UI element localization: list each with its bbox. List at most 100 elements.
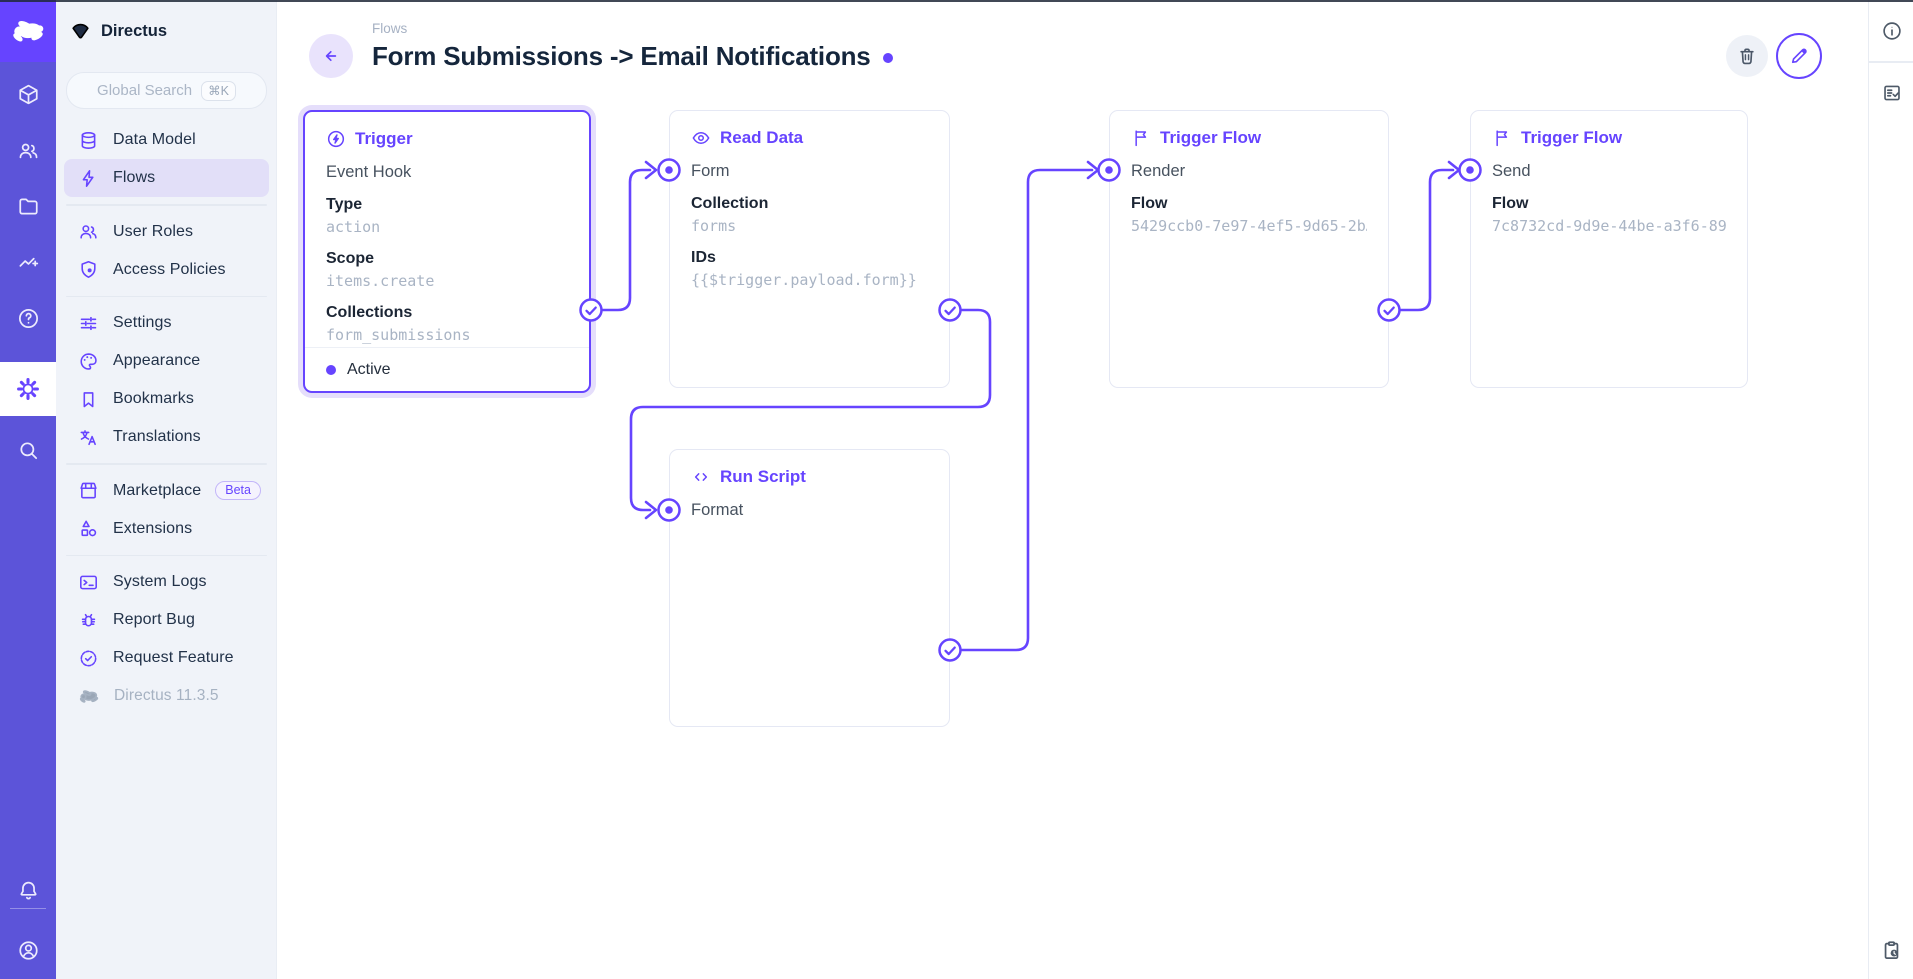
card-type-label: Trigger Flow xyxy=(1160,128,1262,147)
field-value: forms xyxy=(691,217,737,235)
bolt-circle-icon xyxy=(326,129,346,149)
account-button[interactable] xyxy=(0,923,56,977)
flow-card-trigger-flow-send[interactable]: Trigger Flow Send Flow 7c8732cd-9d9e-44b… xyxy=(1470,110,1748,388)
rabbit-logo-icon xyxy=(11,14,45,48)
info-sidebar-button[interactable] xyxy=(1869,9,1913,53)
version-label: Directus 11.3.5 xyxy=(114,687,219,704)
field-label: Collection xyxy=(691,195,769,212)
directus-logo-button[interactable] xyxy=(0,0,56,62)
flow-card-read-data[interactable]: Read Data Form Collection forms IDs {{$t… xyxy=(669,110,950,388)
sidebar-item-extensions[interactable]: Extensions xyxy=(64,510,269,548)
sidebar-item-label: Bookmarks xyxy=(113,390,194,407)
field-value: {{$trigger.payload.form}} xyxy=(691,271,917,289)
sidebar-item-request-feature[interactable]: Request Feature xyxy=(64,639,269,677)
wire-arrowhead xyxy=(1086,160,1100,180)
wire-arrowhead xyxy=(644,500,658,520)
flow-card-trigger[interactable]: Trigger Event Hook Type action Scope ite… xyxy=(303,110,591,393)
revisions-sidebar-button[interactable] xyxy=(1869,928,1913,972)
module-insights[interactable] xyxy=(0,235,56,289)
card-header: Trigger Flow xyxy=(1131,128,1367,148)
sidebar-item-system-logs[interactable]: System Logs xyxy=(64,563,269,601)
gear-icon xyxy=(16,377,40,401)
sidebar-item-data-model[interactable]: Data Model xyxy=(64,121,269,159)
people-icon xyxy=(17,139,40,162)
box-icon xyxy=(17,83,40,106)
bell-icon xyxy=(17,879,40,902)
translate-icon xyxy=(78,427,99,448)
delete-flow-button[interactable] xyxy=(1726,35,1768,77)
sidebar-item-flows[interactable]: Flows xyxy=(64,159,269,197)
app-version: Directus 11.3.5 xyxy=(64,677,269,715)
sidebar-item-report-bug[interactable]: Report Bug xyxy=(64,601,269,639)
unsaved-indicator-dot xyxy=(882,53,893,63)
nav-divider xyxy=(66,554,267,556)
database-icon xyxy=(78,130,99,151)
sidebar-item-label: Marketplace xyxy=(113,481,202,499)
sidebar-item-label: Extensions xyxy=(113,519,193,537)
edit-flow-button[interactable] xyxy=(1776,33,1822,79)
nav-list: Data Model Flows xyxy=(64,121,269,715)
sidebar-item-label: Appearance xyxy=(113,352,201,369)
sidebar-item-translations[interactable]: Translations xyxy=(64,418,269,456)
card-type-label: Run Script xyxy=(720,467,806,486)
wire-arrowhead xyxy=(1447,160,1461,180)
global-search-input[interactable]: Global Search ⌘K xyxy=(66,72,267,109)
bookmark-icon xyxy=(78,389,99,410)
beta-badge: Beta xyxy=(215,481,261,500)
sidebar-item-access-policies[interactable]: Access Policies xyxy=(64,251,269,289)
flow-card-run-script[interactable]: Run Script Format xyxy=(669,449,950,727)
navigation-sidebar: Directus Global Search ⌘K Data Model xyxy=(56,0,277,979)
module-settings[interactable] xyxy=(0,362,56,416)
sidebar-item-label: Access Policies xyxy=(113,260,226,278)
sidebar-item-marketplace[interactable]: Marketplace Beta xyxy=(64,472,269,510)
module-users[interactable] xyxy=(0,123,56,177)
search-shortcut-badge: ⌘K xyxy=(201,80,236,101)
pencil-icon xyxy=(1788,45,1810,67)
terminal-icon xyxy=(78,572,99,593)
sidebar-item-user-roles[interactable]: User Roles xyxy=(64,213,269,251)
module-files[interactable] xyxy=(0,179,56,233)
wire-run-script-to-render xyxy=(958,168,1094,652)
module-help[interactable] xyxy=(0,291,56,345)
sidebar-item-appearance[interactable]: Appearance xyxy=(64,342,269,380)
module-content[interactable] xyxy=(0,67,56,121)
field-label: Flow xyxy=(1131,195,1168,212)
card-name: Format xyxy=(691,501,744,519)
field-label: IDs xyxy=(691,249,716,266)
back-button[interactable] xyxy=(309,34,353,78)
tune-icon xyxy=(78,313,99,334)
breadcrumb[interactable]: Flows xyxy=(372,21,408,36)
search-icon xyxy=(17,439,40,462)
notifications-button[interactable] xyxy=(0,863,56,917)
bug-icon xyxy=(78,610,99,631)
right-sidebar-divider xyxy=(1869,61,1913,63)
module-search[interactable] xyxy=(0,423,56,477)
project-header[interactable]: Directus xyxy=(56,0,277,62)
card-name: Send xyxy=(1492,162,1531,180)
field-value: items.create xyxy=(326,272,435,290)
arrow-left-icon xyxy=(320,45,342,67)
folder-icon xyxy=(17,195,40,218)
flag-icon xyxy=(1131,128,1151,148)
sidebar-item-label: Translations xyxy=(113,428,201,445)
window-top-edge xyxy=(0,0,1913,2)
sidebar-item-label: Report Bug xyxy=(113,611,195,628)
revisions-icon xyxy=(1880,939,1903,962)
flow-card-trigger-flow-render[interactable]: Trigger Flow Render Flow 5429ccb0-7e97-4… xyxy=(1109,110,1389,388)
account-icon xyxy=(17,939,40,962)
code-icon xyxy=(691,467,711,487)
sidebar-item-bookmarks[interactable]: Bookmarks xyxy=(64,380,269,418)
shield-lock-icon xyxy=(78,259,99,280)
field-label: Flow xyxy=(1492,195,1529,212)
card-name: Form xyxy=(691,162,730,180)
notices-sidebar-button[interactable] xyxy=(1869,71,1913,115)
field-value: form_submissions xyxy=(326,326,471,344)
sidebar-item-label: Request Feature xyxy=(113,649,234,666)
info-icon xyxy=(1881,20,1903,42)
nav-divider xyxy=(66,204,267,206)
sidebar-item-settings[interactable]: Settings xyxy=(64,304,269,342)
field-value: action xyxy=(326,218,381,236)
palette-icon xyxy=(78,351,99,372)
card-name: Render xyxy=(1131,162,1186,180)
